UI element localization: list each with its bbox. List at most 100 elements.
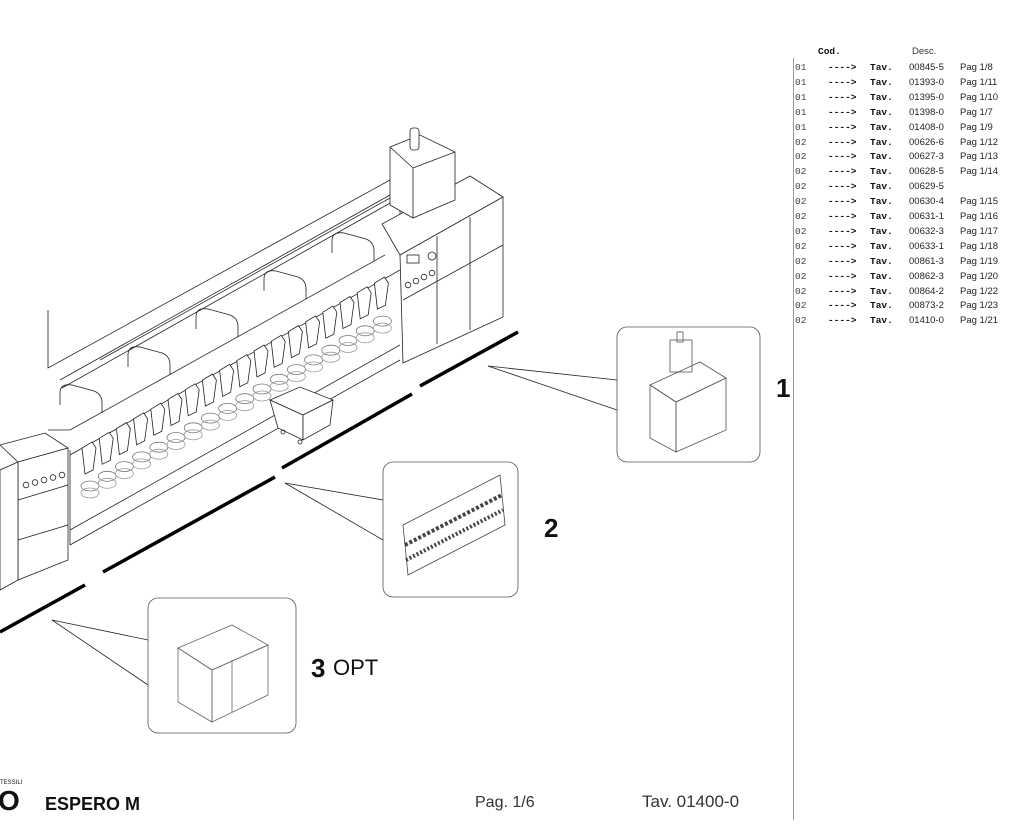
cell-tav: Tav.: [870, 106, 893, 118]
rail-arch: [195, 308, 239, 337]
spindle-head: [81, 441, 97, 475]
bobbin: [132, 458, 152, 470]
cell-page: Pag 1/14: [960, 166, 999, 178]
cell-tav: Tav.: [870, 300, 893, 312]
cell-number: 00628-5: [909, 166, 944, 178]
bobbin: [321, 344, 341, 356]
bobbin: [80, 480, 100, 492]
bobbin: [97, 477, 117, 489]
rail-arch: [263, 270, 307, 299]
cell-code: 02: [795, 315, 807, 327]
knob-icon: [40, 476, 48, 484]
knob-icon: [49, 474, 57, 481]
spindle-head: [133, 412, 149, 446]
cell-code: 02: [795, 300, 807, 312]
bobbin: [252, 383, 272, 395]
cell-code: 02: [795, 285, 807, 297]
callout-3-opt: OPT: [333, 655, 379, 680]
cell-arrow: ---->: [828, 300, 857, 312]
cell-page: Pag 1/7: [960, 106, 993, 118]
bobbin: [115, 468, 134, 480]
cell-page: Pag 1/10: [960, 91, 999, 103]
callout-2: 2: [544, 513, 559, 543]
knob-icon: [428, 269, 436, 277]
rail-arch: [127, 346, 171, 375]
bobbin: [218, 402, 238, 414]
cell-number: 00630-4: [909, 196, 944, 208]
cell-number: 01393-0: [909, 76, 944, 88]
bobbin: [80, 487, 100, 499]
bobbin: [372, 322, 392, 334]
cell-code: 02: [795, 270, 807, 282]
knob-icon: [420, 273, 428, 281]
plate-number: Tav. 01400-0: [642, 792, 740, 811]
knob-icon: [31, 479, 39, 486]
cell-number: 01398-0: [909, 106, 944, 118]
bobbin: [338, 342, 358, 353]
cell-code: 02: [795, 196, 807, 208]
cell-number: 00861-3: [909, 255, 944, 267]
bobbin: [372, 315, 392, 327]
spindle-head: [150, 402, 166, 436]
bobbin: [338, 335, 358, 346]
cell-tav: Tav.: [870, 91, 893, 103]
cell-page: Pag 1/16: [960, 211, 999, 222]
cell-arrow: ---->: [828, 240, 857, 252]
brand-logo: O: [0, 785, 20, 816]
bobbin: [235, 393, 255, 405]
spindle-head: [115, 422, 131, 456]
cell-tav: Tav.: [870, 151, 893, 163]
bobbin: [200, 419, 220, 431]
spindle-head: [98, 431, 114, 465]
bobbin: [321, 351, 341, 363]
cell-arrow: ---->: [828, 196, 857, 208]
cell-code: 02: [795, 151, 807, 163]
inset-2: [382, 461, 519, 598]
spindle-head: [322, 305, 338, 339]
bobbin: [149, 441, 169, 453]
cell-tav: Tav.: [870, 240, 893, 252]
cell-tav: Tav.: [870, 315, 893, 327]
model-name: ESPERO M: [45, 794, 141, 814]
bobbin: [286, 371, 306, 383]
spindle-head: [236, 354, 252, 388]
cell-arrow: ---->: [828, 166, 857, 178]
spindle-head: [287, 325, 303, 359]
bobbin: [355, 332, 375, 344]
cell-page: Pag 1/11: [960, 76, 998, 88]
cell-code: 02: [795, 240, 807, 252]
cell-tav: Tav.: [870, 62, 893, 73]
cell-page: Pag 1/21: [960, 315, 999, 327]
cell-code: 01: [795, 106, 807, 118]
cell-arrow: ---->: [828, 136, 857, 148]
cell-number: 00631-1: [909, 211, 944, 222]
bobbin: [304, 354, 324, 366]
cell-arrow: ---->: [828, 151, 857, 163]
cart: [269, 386, 334, 445]
cell-tav: Tav.: [870, 76, 893, 88]
cell-number: 00864-2: [909, 285, 944, 297]
cell-page: Pag 1/15: [960, 196, 999, 208]
bobbin: [286, 364, 306, 376]
spindle-head: [373, 276, 389, 310]
bobbin: [97, 470, 117, 482]
page-number: Pag. 1/6: [475, 794, 535, 811]
cell-page: Pag 1/22: [960, 285, 999, 297]
cell-arrow: ---->: [828, 270, 857, 282]
cell-arrow: ---->: [828, 315, 857, 327]
cell-page: Pag 1/19: [960, 255, 999, 267]
spindle-head: [167, 392, 183, 427]
cell-arrow: ---->: [828, 62, 857, 73]
cell-arrow: ---->: [828, 225, 857, 237]
knob-icon: [22, 481, 30, 489]
cell-page: Pag 1/8: [960, 62, 993, 73]
cell-tav: Tav.: [870, 285, 893, 297]
cell-code: 02: [795, 225, 807, 237]
bobbin: [183, 422, 203, 434]
knob-icon: [58, 471, 66, 479]
bobbin: [252, 390, 272, 402]
bobbin: [166, 439, 186, 450]
cell-arrow: ---->: [828, 76, 857, 88]
cell-tav: Tav.: [870, 166, 893, 178]
